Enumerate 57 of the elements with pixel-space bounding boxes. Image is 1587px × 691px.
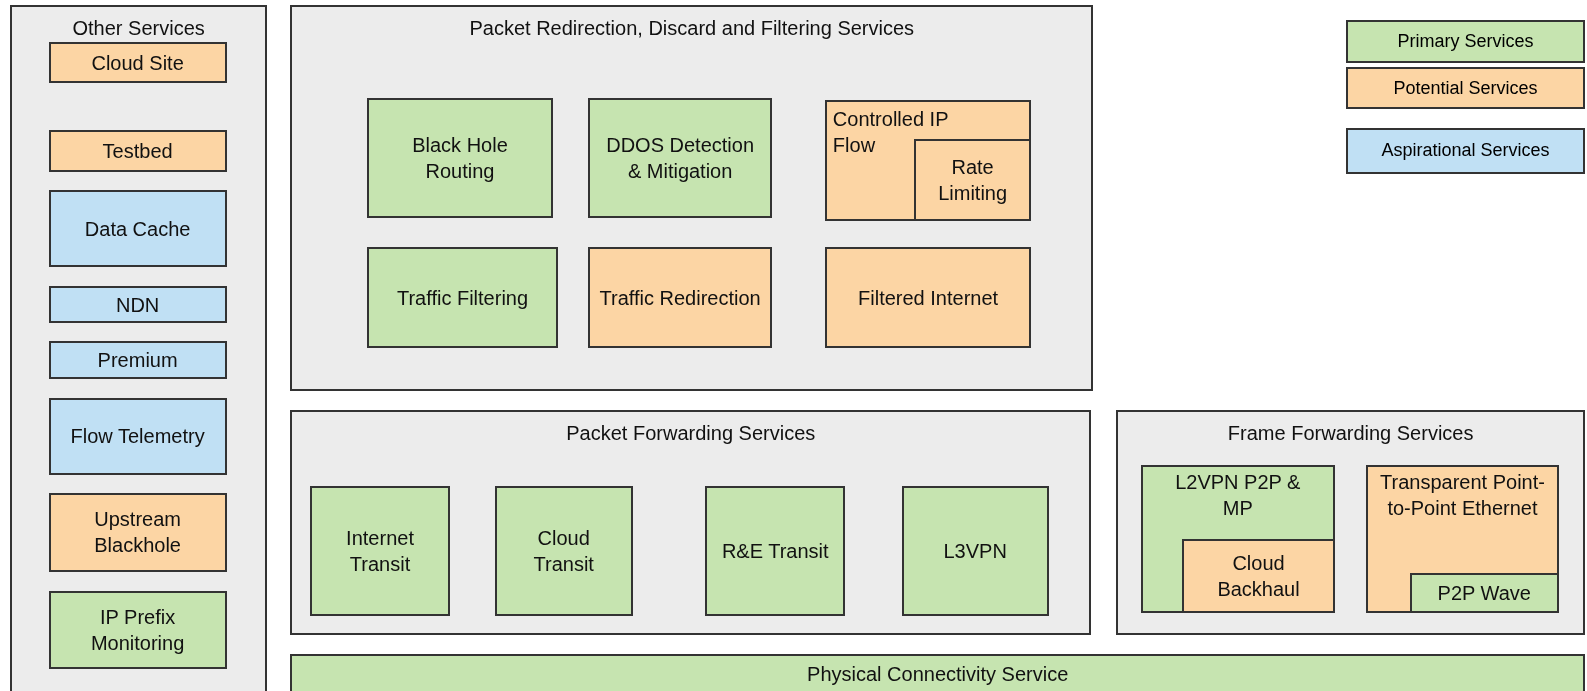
service-label: Cloud Transit bbox=[532, 526, 595, 578]
service-label: Black Hole Routing bbox=[411, 132, 509, 184]
service-label: Testbed bbox=[102, 138, 173, 164]
service-label: Traffic Filtering bbox=[396, 285, 529, 311]
service-box bbox=[824, 100, 1032, 221]
group-title: Frame Forwarding Services bbox=[1227, 420, 1474, 446]
service-label: L3VPN bbox=[943, 539, 1007, 565]
service-label: NDN bbox=[115, 292, 160, 318]
service-label: P2P Wave bbox=[1437, 581, 1531, 607]
service-box bbox=[588, 246, 773, 349]
service-box bbox=[48, 591, 227, 669]
service-box bbox=[290, 653, 1585, 691]
service-label: Flow Telemetry bbox=[70, 424, 205, 450]
legend-label: Aspirational Services bbox=[1381, 140, 1550, 162]
service-label: Premium bbox=[97, 347, 178, 373]
service-box bbox=[494, 485, 633, 617]
service-label: R&E Transit bbox=[721, 539, 829, 565]
service-box bbox=[705, 485, 846, 617]
group-panel bbox=[1116, 409, 1585, 635]
legend-label: Potential Services bbox=[1393, 77, 1538, 99]
service-box bbox=[48, 492, 227, 572]
service-label: L2VPN P2P & MP bbox=[1174, 469, 1302, 521]
service-box bbox=[309, 485, 451, 617]
service-box bbox=[48, 397, 227, 475]
service-box bbox=[1409, 572, 1559, 614]
service-box bbox=[48, 129, 227, 173]
service-box bbox=[1140, 464, 1335, 614]
service-label: Physical Connectivity Service bbox=[807, 662, 1069, 688]
service-label: Internet Transit bbox=[345, 526, 415, 578]
service-label: Data Cache bbox=[84, 216, 191, 242]
service-box bbox=[588, 98, 773, 218]
service-label: Filtered Internet bbox=[858, 285, 999, 311]
service-box bbox=[1366, 464, 1559, 614]
service-box bbox=[48, 42, 227, 83]
group-title: Other Services bbox=[72, 16, 205, 42]
group-title: Packet Redirection, Discard and Filtering Services bbox=[469, 16, 915, 42]
service-box bbox=[913, 138, 1032, 221]
group-panel bbox=[10, 5, 268, 691]
service-box bbox=[1182, 539, 1335, 614]
group-title: Packet Forwarding Services bbox=[566, 420, 816, 446]
service-label: IP Prefix Monitoring bbox=[89, 605, 186, 656]
service-box bbox=[48, 286, 227, 323]
service-label: Cloud Site bbox=[91, 50, 184, 76]
service-label: Upstream Blackhole bbox=[93, 507, 182, 559]
service-label: Cloud Backhaul bbox=[1216, 551, 1301, 603]
service-box bbox=[367, 98, 553, 218]
service-box bbox=[901, 485, 1049, 617]
service-box bbox=[48, 190, 227, 268]
service-box bbox=[824, 246, 1032, 349]
group-panel bbox=[290, 5, 1094, 391]
service-label: DDOS Detection & Mitigation bbox=[605, 132, 756, 184]
service-label: Traffic Redirection bbox=[599, 285, 761, 311]
service-box bbox=[48, 341, 227, 379]
service-label: Transparent Point-to-Point Ethernet bbox=[1379, 469, 1546, 521]
group-panel bbox=[290, 409, 1092, 635]
legend-label: Primary Services bbox=[1397, 31, 1534, 52]
service-box bbox=[367, 246, 558, 349]
